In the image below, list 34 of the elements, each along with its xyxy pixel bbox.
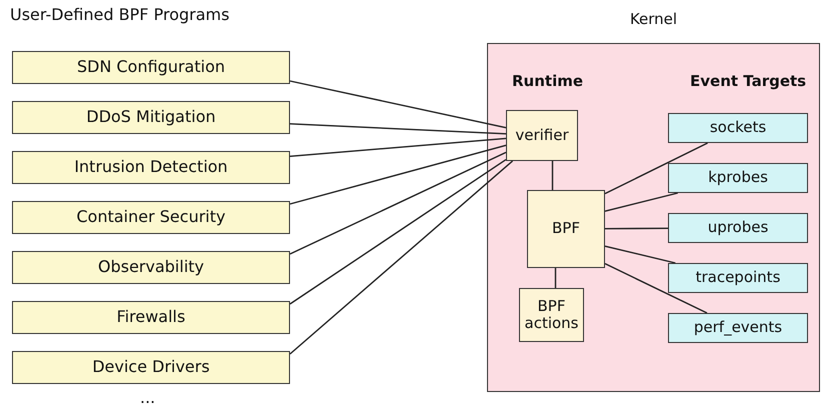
connector-line — [604, 192, 678, 212]
connector-line — [290, 123, 506, 135]
column-heading: User-Defined BPF Programs — [10, 5, 230, 24]
connector-line — [290, 138, 506, 157]
runtime-box: BPF — [527, 190, 605, 268]
program-box: Observability — [12, 251, 290, 284]
program-box: SDN Configuration — [12, 51, 290, 84]
kernel-heading: Kernel — [628, 10, 678, 28]
connector-line — [604, 142, 708, 194]
connector-line — [605, 228, 668, 230]
section-heading: Runtime — [512, 72, 584, 90]
event-target-box: uprobes — [668, 213, 808, 243]
connector-line — [290, 160, 514, 355]
section-heading: Event Targets — [690, 72, 806, 90]
runtime-box: verifier — [506, 110, 578, 161]
runtime-box: BPF actions — [519, 288, 584, 342]
connector-line — [290, 152, 506, 255]
connector-line — [554, 268, 556, 288]
program-box: DDoS Mitigation — [12, 101, 290, 134]
program-box: Firewalls — [12, 301, 290, 334]
connector-line — [552, 161, 554, 190]
connector-line — [290, 144, 506, 205]
program-box: Container Security — [12, 201, 290, 234]
event-target-box: kprobes — [668, 163, 808, 193]
program-box: Intrusion Detection — [12, 151, 290, 184]
connector-line — [290, 80, 506, 128]
event-target-box: perf_events — [668, 313, 808, 343]
ellipsis: ... — [140, 388, 156, 407]
connector-line — [604, 263, 708, 314]
event-target-box: sockets — [668, 113, 808, 143]
connector-line — [290, 158, 506, 305]
program-box: Device Drivers — [12, 351, 290, 384]
event-target-box: tracepoints — [668, 263, 808, 293]
connector-line — [604, 245, 676, 264]
